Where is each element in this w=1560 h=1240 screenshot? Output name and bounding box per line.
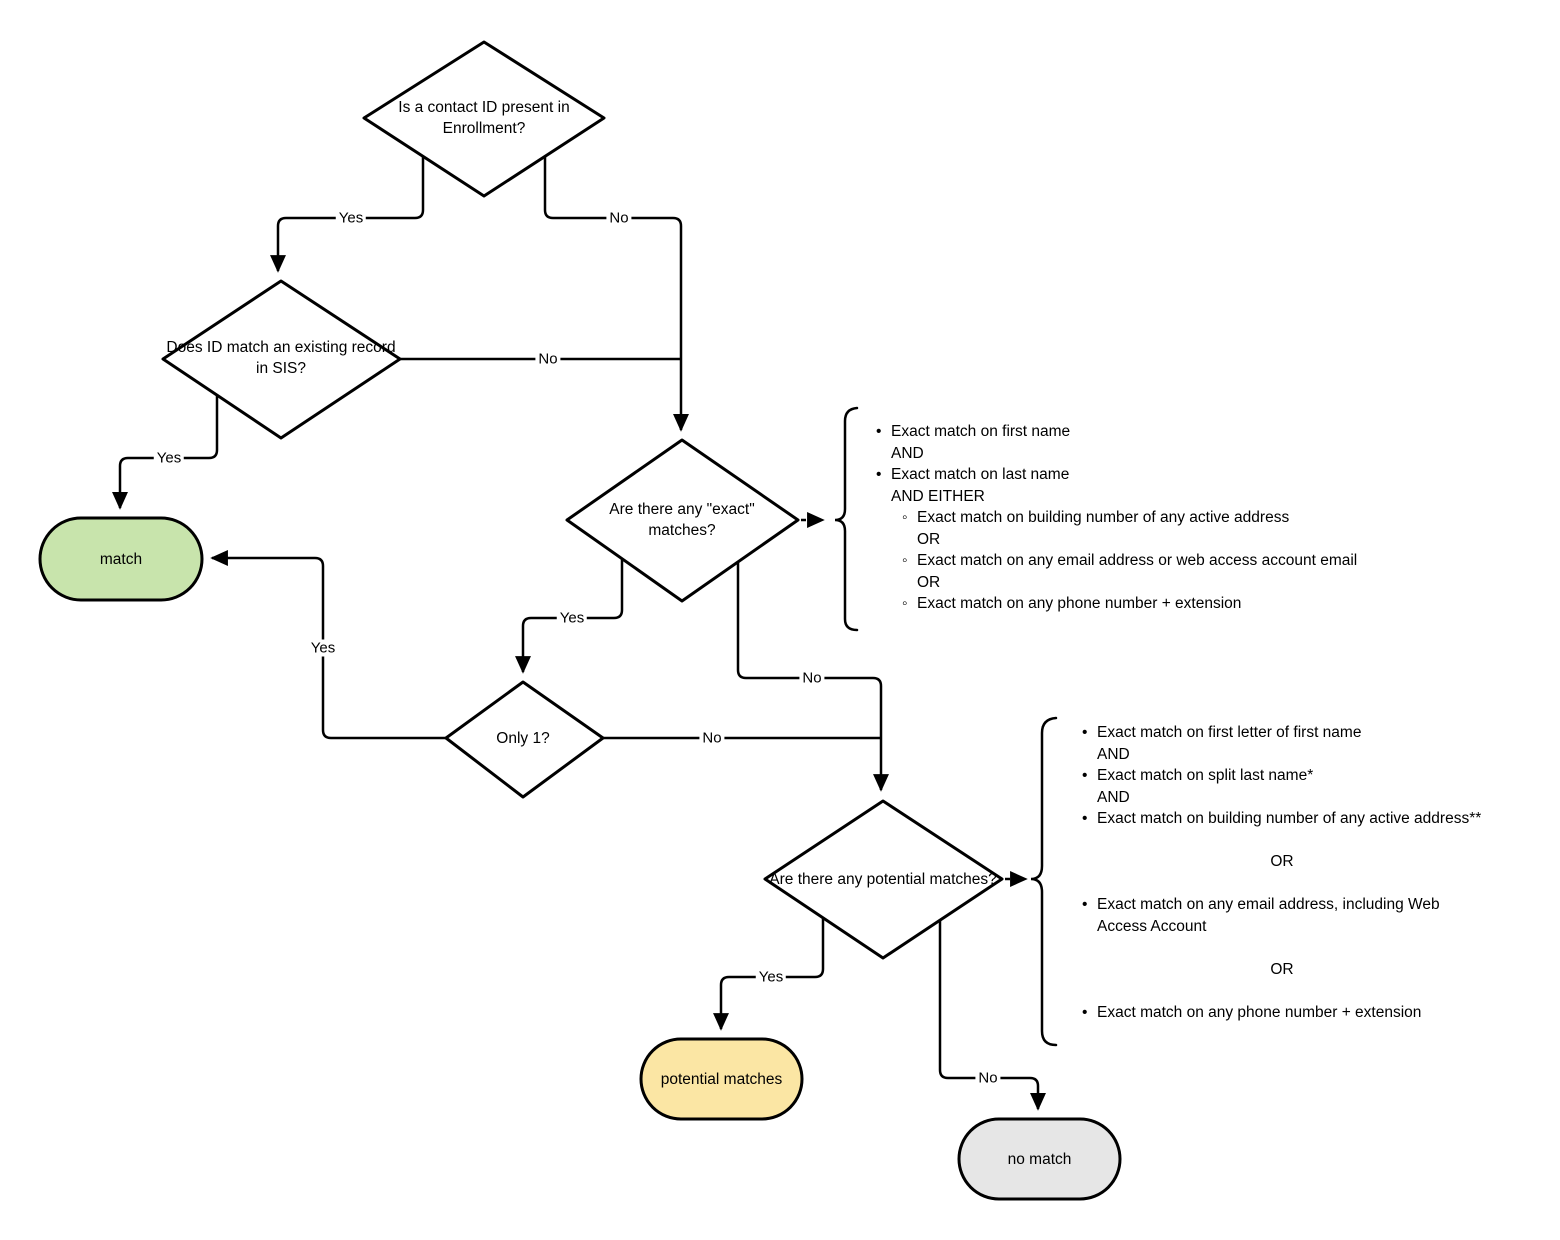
decision-potential-matches-shape bbox=[763, 799, 1004, 960]
criteria-text: Exact match on any email address, includ… bbox=[1097, 896, 1440, 935]
disc-bullet-icon: • bbox=[1082, 724, 1088, 741]
criteria-text: OR bbox=[1270, 960, 1294, 978]
edge-label-potential-no: No bbox=[975, 1069, 1001, 1087]
criteria-text: Exact match on building number of any ac… bbox=[917, 509, 1290, 526]
decision-only-one-shape bbox=[444, 680, 605, 799]
criteria-item: OR bbox=[1082, 851, 1482, 873]
disc-bullet-icon: • bbox=[1082, 810, 1088, 827]
criteria-item: • Exact match on building number of any a… bbox=[1082, 808, 1482, 830]
criteria-item: ◦ Exact match on building number of any a… bbox=[876, 507, 1460, 529]
criteria-text: Exact match on any email address or web … bbox=[917, 552, 1358, 569]
edge-label-id-match-yes: Yes bbox=[153, 449, 185, 467]
terminal-no-match-shape bbox=[957, 1117, 1122, 1201]
criteria-item: AND bbox=[876, 443, 1460, 465]
disc-bullet-icon: • bbox=[876, 423, 882, 440]
disc-bullet-icon: • bbox=[1082, 767, 1088, 784]
criteria-text: OR bbox=[917, 573, 941, 591]
criteria-text: OR bbox=[1270, 853, 1294, 870]
no-bullet bbox=[902, 529, 917, 551]
brace-potential-criteria bbox=[1030, 716, 1058, 1047]
edge-contact-no-line bbox=[543, 156, 689, 432]
criteria-item: ◦ Exact match on any email address or web… bbox=[876, 550, 1460, 572]
criteria-text: Exact match on first letter of first nam… bbox=[1097, 724, 1362, 741]
criteria-item: AND EITHER bbox=[876, 486, 1460, 508]
edge-label-exact-no: No bbox=[799, 669, 825, 687]
no-bullet bbox=[876, 443, 891, 465]
edge-label-potential-yes: Yes bbox=[755, 968, 787, 986]
brace-exact-criteria bbox=[834, 406, 859, 632]
criteria-item: OR bbox=[1082, 959, 1482, 981]
terminal-match-shape bbox=[38, 516, 204, 602]
circle-bullet-icon: ◦ bbox=[902, 552, 908, 569]
criteria-item: ◦ Exact match on any phone number + exten… bbox=[876, 593, 1460, 615]
edge-label-contact-no: No bbox=[606, 209, 632, 227]
criteria-item: • Exact match on any phone number + exten… bbox=[1082, 1002, 1482, 1024]
criteria-item: OR bbox=[876, 572, 1460, 594]
criteria-text: Exact match on last name bbox=[891, 466, 1070, 483]
potential-match-criteria-list: • Exact match on first letter of first na… bbox=[1082, 722, 1482, 1023]
criteria-item: • Exact match on last name bbox=[876, 464, 1460, 486]
criteria-item: AND bbox=[1082, 744, 1482, 766]
decision-contact-id-shape bbox=[362, 40, 606, 198]
terminal-potential-matches-shape bbox=[639, 1037, 804, 1121]
circle-bullet-icon: ◦ bbox=[902, 595, 908, 612]
edge-label-exact-yes: Yes bbox=[556, 609, 588, 627]
criteria-text: Exact match on any phone number + extens… bbox=[1097, 1003, 1422, 1021]
edge-label-only-one-no: No bbox=[699, 729, 725, 747]
disc-bullet-icon: • bbox=[876, 466, 882, 483]
decision-exact-matches-shape bbox=[565, 438, 800, 603]
criteria-text: AND bbox=[1097, 788, 1130, 806]
disc-bullet-icon: • bbox=[1082, 896, 1088, 913]
no-bullet bbox=[902, 572, 917, 594]
criteria-text: Exact match on any phone number + extens… bbox=[917, 595, 1242, 612]
criteria-text: AND bbox=[891, 444, 924, 462]
criteria-item: • Exact match on split last name* bbox=[1082, 765, 1482, 787]
no-bullet bbox=[1082, 787, 1097, 809]
criteria-text: OR bbox=[917, 530, 941, 548]
criteria-item: • Exact match on any email address, inclu… bbox=[1082, 894, 1482, 937]
criteria-item: AND bbox=[1082, 787, 1482, 809]
criteria-text: AND bbox=[1097, 745, 1130, 763]
circle-bullet-icon: ◦ bbox=[902, 509, 908, 526]
disc-bullet-icon: • bbox=[1082, 1003, 1088, 1021]
criteria-item: • Exact match on first letter of first na… bbox=[1082, 722, 1482, 744]
criteria-text: Exact match on split last name* bbox=[1097, 767, 1314, 784]
edge-label-only-one-yes: Yes bbox=[307, 639, 339, 657]
criteria-text: AND EITHER bbox=[891, 487, 985, 505]
criteria-item: OR bbox=[876, 529, 1460, 551]
decision-id-match-sis-shape bbox=[161, 279, 402, 440]
criteria-text: Exact match on first name bbox=[891, 423, 1071, 440]
no-bullet bbox=[876, 486, 891, 508]
criteria-text: Exact match on building number of any ac… bbox=[1097, 810, 1482, 827]
edge-label-contact-yes: Yes bbox=[335, 209, 367, 227]
criteria-item: • Exact match on first name bbox=[876, 421, 1460, 443]
edge-label-id-match-no: No bbox=[535, 350, 561, 368]
no-bullet bbox=[1082, 744, 1097, 766]
